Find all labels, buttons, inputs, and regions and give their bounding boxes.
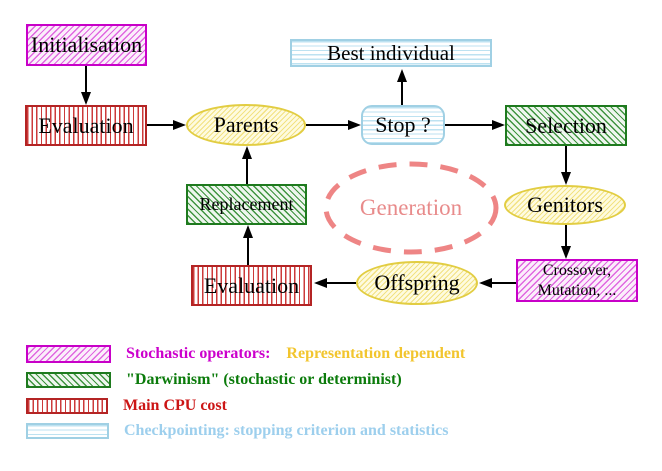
arrow-parents-to-stop-line [306, 124, 348, 126]
node-genitors: Genitors [504, 185, 626, 225]
arrow-offspring-to-evaluation-head [314, 278, 327, 288]
node-initialisation: Initialisation [26, 24, 147, 66]
node-selection-label: Selection [525, 112, 607, 138]
arrow-selection-to-genitors-line [565, 146, 567, 173]
node-selection: Selection [505, 105, 627, 146]
legend-item-stochastic: Stochastic operators: Representation dep… [26, 345, 465, 363]
arrow-stop-to-selection-line [445, 124, 492, 126]
node-replacement-label: Replacement [199, 194, 294, 214]
arrow-offspring-to-evaluation-line [326, 282, 356, 284]
node-crossover-mutation: Crossover, Mutation, ... [516, 259, 638, 302]
legend-label-cpu-cost: Main CPU cost [123, 397, 227, 414]
node-offspring: Offspring [356, 261, 478, 305]
node-best-individual-label: Best individual [327, 40, 455, 65]
legend-swatch-green-hatch [26, 372, 111, 388]
node-crossover-mutation-label: Crossover, Mutation, ... [537, 261, 617, 299]
node-stop-label: Stop ? [375, 112, 431, 137]
generation-label: Generation [359, 195, 463, 220]
arrow-crossover-to-offspring-head [479, 278, 492, 288]
node-parents: Parents [186, 104, 306, 146]
legend-item-cpu-cost: Main CPU cost [26, 397, 227, 415]
node-evaluation-bottom-label: Evaluation [203, 272, 300, 298]
node-stop: Stop ? [361, 105, 445, 145]
arrow-replacement-to-parents-head [242, 146, 252, 159]
arrow-evaluation-to-parents-head [173, 120, 186, 130]
legend-swatch-magenta-hatch [26, 345, 111, 363]
node-evaluation-bottom: Evaluation [191, 265, 312, 306]
arrow-genitors-to-crossover-head [561, 246, 571, 259]
legend-label-representation: Representation dependent [286, 345, 466, 362]
legend-item-darwinism: "Darwinism" (stochastic or determinist) [26, 371, 402, 389]
legend-swatch-red-lines [26, 398, 108, 414]
legend-label-stochastic: Stochastic operators: [126, 345, 271, 362]
arrow-replacement-to-parents-line [246, 158, 248, 184]
arrow-selection-to-genitors-head [561, 172, 571, 185]
node-replacement: Replacement [186, 184, 307, 225]
arrow-crossover-to-offspring-line [491, 282, 516, 284]
node-parents-label: Parents [213, 112, 279, 137]
arrow-stop-to-selection-head [492, 120, 505, 130]
arrow-genitors-to-crossover-line [565, 225, 567, 247]
legend-label-darwinism: "Darwinism" (stochastic or determinist) [126, 371, 402, 388]
node-evaluation-top-label: Evaluation [38, 112, 134, 138]
legend-swatch-cyan-lines [26, 423, 109, 439]
node-offspring-label: Offspring [374, 270, 460, 295]
node-genitors-label: Genitors [527, 192, 603, 217]
arrow-stop-to-best-individual-line [401, 81, 403, 105]
node-best-individual: Best individual [290, 39, 492, 67]
arrow-initialisation-to-evaluation-line [85, 66, 87, 93]
arrow-evaluation-to-replacement-head [243, 225, 253, 238]
generation-dashed-ellipse [323, 161, 499, 255]
arrow-parents-to-stop-head [348, 120, 361, 130]
node-evaluation-top: Evaluation [25, 105, 147, 146]
node-initialisation-label: Initialisation [30, 32, 143, 57]
arrow-initialisation-to-evaluation-head [81, 92, 91, 105]
legend-label-checkpointing: Checkpointing: stopping criterion and st… [124, 422, 449, 439]
arrow-evaluation-to-replacement-line [247, 237, 249, 265]
arrow-stop-to-best-individual-head [397, 69, 407, 82]
legend-item-checkpointing: Checkpointing: stopping criterion and st… [26, 422, 448, 440]
arrow-evaluation-to-parents-line [147, 124, 173, 126]
